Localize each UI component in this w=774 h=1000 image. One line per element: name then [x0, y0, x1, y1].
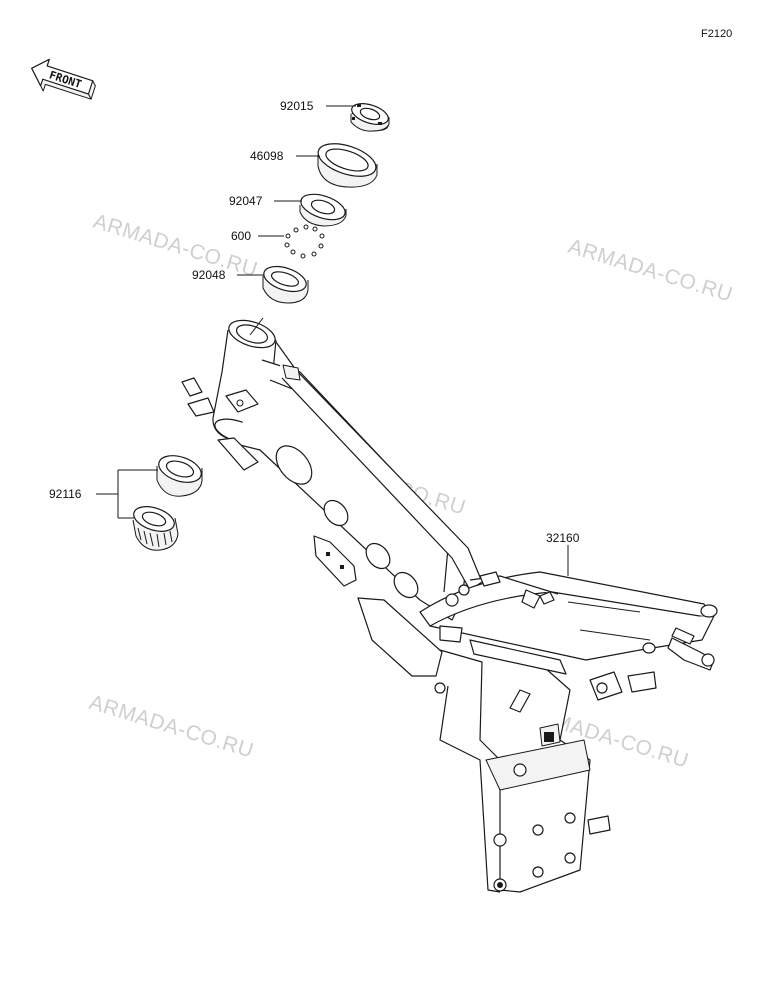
diagram-code: F2120 [701, 28, 732, 40]
upper-bearing-race [299, 193, 347, 227]
watermark: ARMADA-CO.RU [91, 210, 261, 282]
part-label-92048: 92048 [192, 268, 226, 282]
part-label-600: 600 [231, 229, 251, 243]
part-label-32160: 32160 [546, 531, 580, 545]
steel-balls [284, 224, 325, 259]
part-labels: 92015 46098 92047 600 92048 92116 32160 [49, 99, 580, 545]
leader-lines [96, 105, 569, 576]
part-label-92015: 92015 [280, 99, 314, 113]
steering-dust-seal [317, 143, 378, 188]
front-arrow-icon: FRONT [31, 58, 96, 100]
lower-bearing-race [262, 265, 309, 304]
steering-bearing-lower [132, 506, 179, 551]
part-label-46098: 46098 [250, 149, 284, 163]
steering-bearing-upper [156, 455, 203, 497]
frame [181, 319, 718, 893]
part-label-92116: 92116 [49, 487, 82, 501]
watermark: ARMADA-CO.RU [566, 235, 736, 307]
steering-stem-nut [350, 103, 390, 132]
part-label-92047: 92047 [229, 194, 263, 208]
watermark: ARMADA-CO.RU [87, 691, 257, 763]
